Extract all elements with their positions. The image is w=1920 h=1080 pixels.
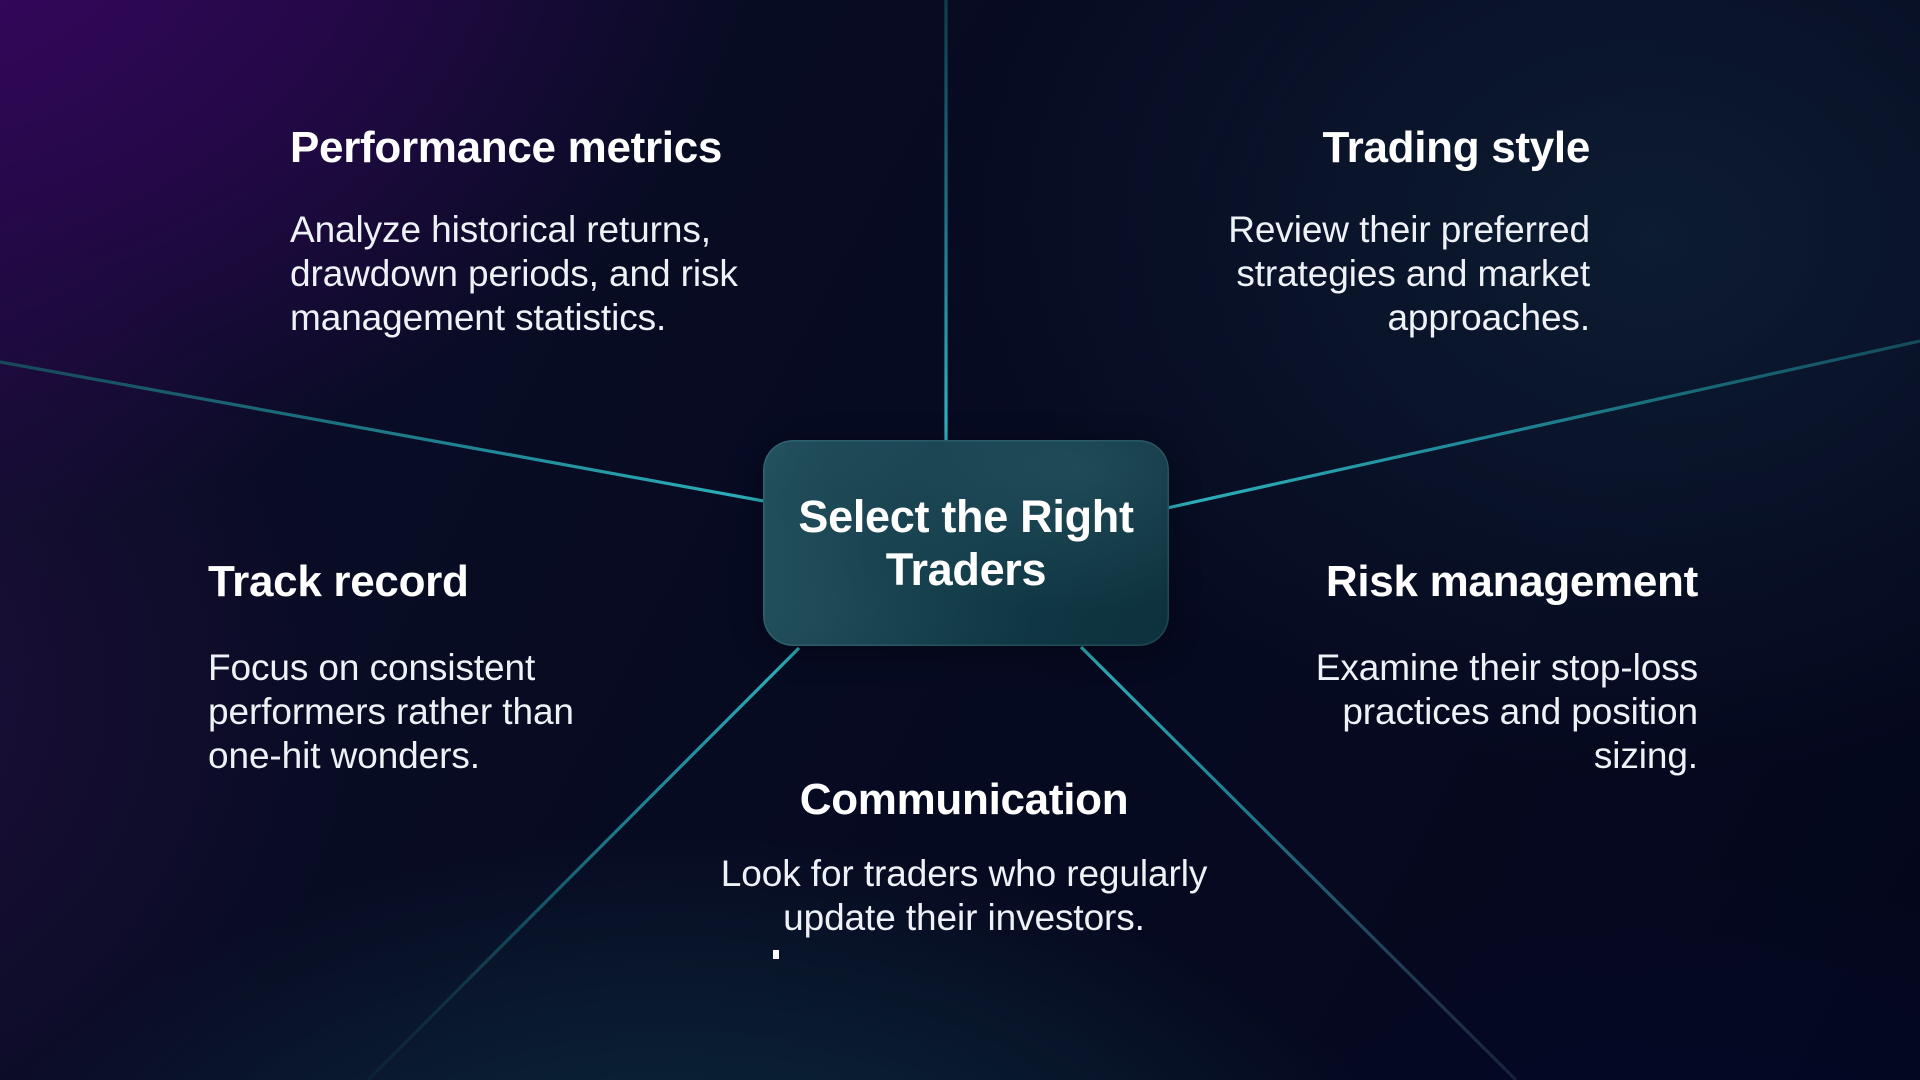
- central-node-title: Select the Right Traders: [798, 490, 1134, 595]
- connector-line-left: [0, 360, 765, 503]
- branch-performance-metrics-description-block: Analyze historical returns, drawdown per…: [290, 208, 815, 340]
- branch-title: Track record: [208, 557, 469, 606]
- branch-title: Communication: [799, 775, 1129, 824]
- branch-risk-management-title-block: Risk management: [1078, 556, 1698, 609]
- branch-risk-management-description-block: Examine their stop-loss practices and po…: [1298, 646, 1698, 778]
- branch-communication-title-block: Communication: [674, 774, 1254, 827]
- branch-trading-style-description-block: Review their preferred strategies and ma…: [1130, 208, 1590, 340]
- connector-line-bottom-right: [1079, 645, 1518, 1080]
- branch-communication-description-block: Look for traders who regularly update th…: [674, 852, 1254, 940]
- branch-description: Examine their stop-loss practices and po…: [1315, 647, 1698, 776]
- central-node: Select the Right Traders: [763, 440, 1169, 646]
- artifact-dot: [773, 950, 779, 959]
- branch-description: Focus on consistent performers rather th…: [208, 647, 574, 776]
- branch-title: Performance metrics: [290, 123, 723, 172]
- branch-description: Look for traders who regularly update th…: [720, 853, 1208, 938]
- branch-description: Analyze historical returns, drawdown per…: [290, 209, 738, 338]
- branch-performance-metrics-title-block: Performance metrics: [290, 122, 910, 175]
- branch-title: Risk management: [1325, 557, 1698, 606]
- branch-title: Trading style: [1322, 123, 1590, 172]
- branch-trading-style-title-block: Trading style: [970, 122, 1590, 175]
- connector-line-bottom-left: [366, 646, 801, 1080]
- branch-track-record-description-block: Focus on consistent performers rather th…: [208, 646, 648, 778]
- connector-line-right: [1166, 339, 1920, 510]
- branch-track-record-title-block: Track record: [208, 556, 828, 609]
- branch-description: Review their preferred strategies and ma…: [1228, 209, 1590, 338]
